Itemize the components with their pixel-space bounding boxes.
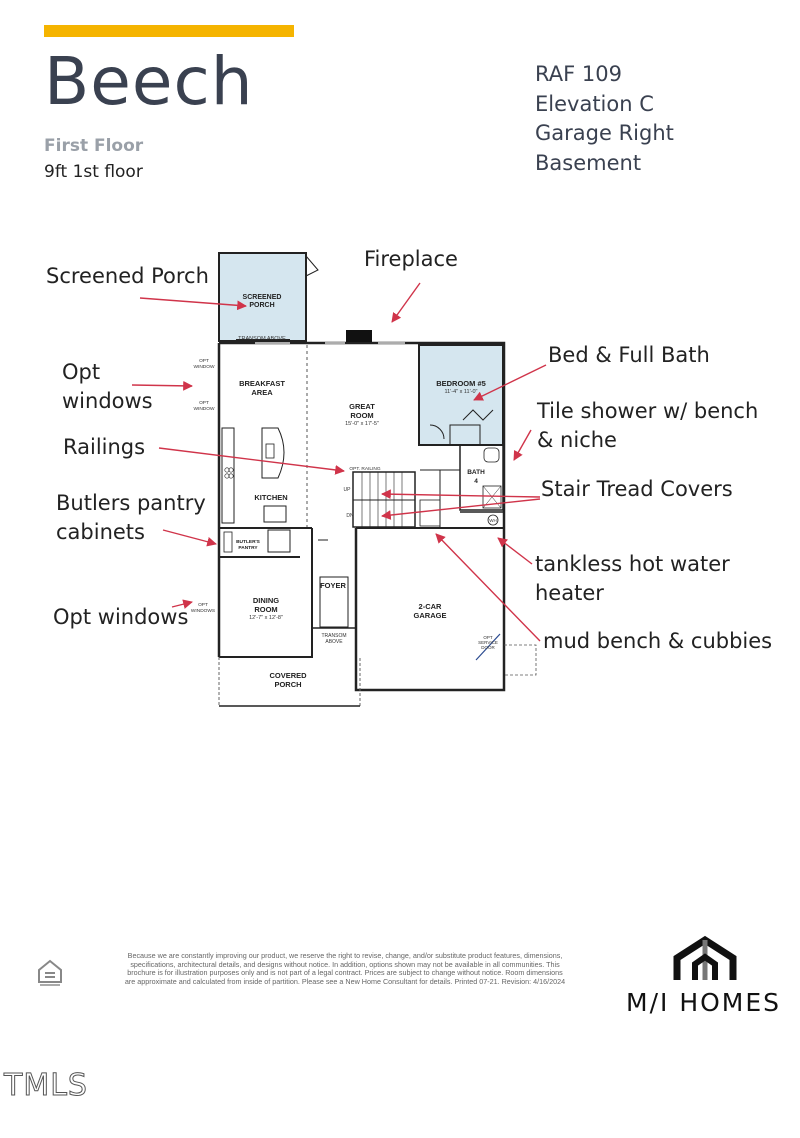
opt-window-label-b2: WINDOW [193,406,215,412]
water-heater-label: WH [489,518,497,523]
spec-item: Basement [535,150,642,175]
note-opt-windows-line1: Opt [62,360,101,384]
spec-item: Elevation C [535,91,654,116]
stair-up-label: UP [344,487,352,493]
service-door-label-3: DOOR [481,645,495,650]
screened-porch-room [218,252,307,342]
transom-above-label: TRANSOM ABOVE [238,336,286,342]
bath-label-2: 4 [474,478,478,485]
opt-windows-label-1: OPT [198,602,208,608]
note-opt-windows-lower: Opt windows [53,605,189,629]
opt-railing-label: OPT. RAILING [349,466,380,472]
bath-4-room [459,444,504,511]
garage-label-2: GARAGE [414,611,447,620]
porch-door-swing [305,255,319,277]
great-room-label-1: GREAT [349,402,375,411]
breakfast-label-1: BREAKFAST [239,379,285,388]
legal-disclaimer: Because we are constantly improving our … [124,951,566,986]
service-door-label-1: OPT [483,635,493,640]
butlers-label-1: BUTLER'S [236,539,261,545]
fireplace-box [346,330,372,342]
dining-label-1: DINING [253,596,279,605]
note-opt-windows-line2: windows [62,389,153,413]
note-tankless-line1: tankless hot water [535,552,730,576]
note-bed-bath: Bed & Full Bath [548,343,710,367]
service-door-label-2: SERVICE [478,640,498,645]
dining-wall [219,528,313,658]
note-screened-porch: Screened Porch [46,264,209,288]
transom2-label-1: TRANSOM [322,633,347,639]
great-room-label-2: ROOM [350,411,373,420]
bedroom-label: BEDROOM #5 [436,379,486,388]
breakfast-label-2: AREA [251,388,273,397]
transom2-label-2: ABOVE [325,639,343,645]
note-tile-shower-line2: & niche [537,428,617,452]
opt-window-label-b1: OPT [199,400,209,406]
butlers-label-2: PANTRY [238,545,258,551]
dining-label-2: ROOM [254,605,277,614]
note-tile-shower-line1: Tile shower w/ bench [537,399,759,423]
brand-name: M/I HOMES [626,988,782,1017]
exterior-wall [219,341,506,692]
note-stair-tread: Stair Tread Covers [541,477,733,501]
opt-windows-label-2: WINDOWS [191,608,215,614]
opt-window-label-a1: OPT [199,358,209,364]
screened-porch-label-1: SCREENED [243,294,282,301]
annotation-arrows [131,282,547,642]
covered-porch-label-2: PORCH [274,680,301,689]
opt-window-label-a2: WINDOW [193,364,215,370]
bath-label-1: BATH [467,469,485,476]
stair-dn-label: DN [346,513,354,519]
spec-item: RAF 109 [535,62,622,86]
bedroom-room [418,344,504,446]
floor-label: First Floor [44,136,144,156]
watermark: TMLS [4,1068,88,1104]
spec-list: RAF 109 Elevation C Garage Right Basemen… [535,60,674,178]
screened-porch-label-2: PORCH [249,302,274,309]
covered-porch-label-1: COVERED [269,671,307,680]
note-tankless-line2: heater [535,581,604,605]
spec-item: Garage Right [535,121,674,145]
dining-dims: 12'-7" x 12'-8" [249,615,283,621]
great-room-dims: 15'-0" x 17'-5" [345,421,379,427]
mi-homes-logo-icon [673,935,737,980]
note-fireplace: Fireplace [364,247,458,271]
note-railings: Railings [63,435,146,459]
note-butlers-line2: cabinets [56,520,145,544]
bedroom-dims: 11'-4" x 11'-0" [444,389,477,395]
kitchen-label: KITCHEN [254,493,287,502]
ceiling-note: 9ft 1st floor [44,162,143,182]
foyer-label: FOYER [320,581,346,590]
note-mud-bench: mud bench & cubbies [543,629,773,653]
equal-housing-icon [38,959,62,986]
garage-label-1: 2-CAR [419,602,443,611]
model-title: Beech [44,43,254,120]
accent-bar [44,25,294,37]
note-butlers-line1: Butlers pantry [56,491,206,515]
